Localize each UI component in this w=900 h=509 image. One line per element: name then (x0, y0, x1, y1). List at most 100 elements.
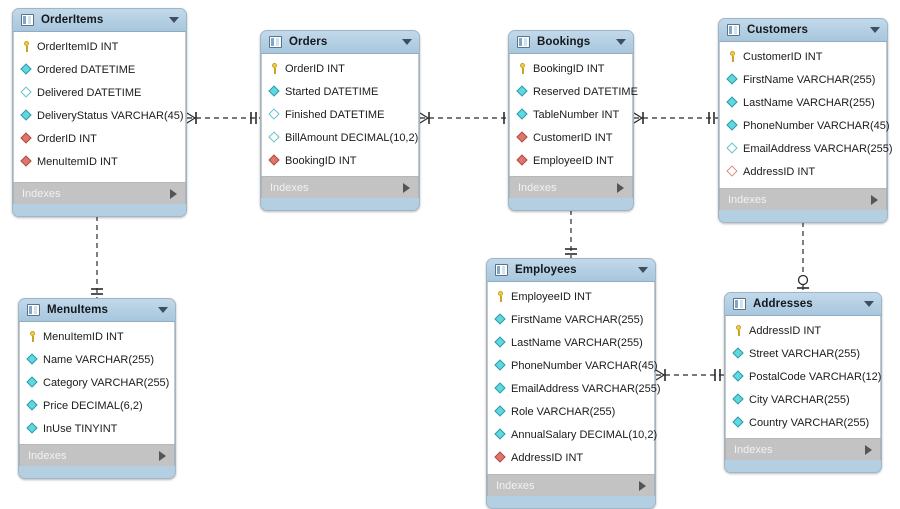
filled-cyan-diamond-icon (26, 376, 38, 388)
relationship-customers-to-addresses[interactable] (789, 212, 817, 292)
column-row[interactable]: Category VARCHAR(255) (20, 371, 174, 394)
chevron-down-icon[interactable] (158, 307, 168, 313)
relationship-bookings-to-customers[interactable] (633, 104, 718, 132)
table-name: Employees (515, 264, 577, 276)
table-header-bookings[interactable]: Bookings (509, 31, 633, 54)
chevron-right-icon[interactable] (159, 450, 166, 461)
column-row[interactable]: AddressID INT (488, 446, 654, 469)
table-footer (13, 204, 186, 216)
column-row[interactable]: OrderID INT (262, 57, 418, 80)
relationship-orderitems-to-menuitems[interactable] (83, 206, 111, 298)
column-row[interactable]: DeliveryStatus VARCHAR(45) (14, 104, 185, 127)
column-label: Price DECIMAL(6,2) (43, 399, 143, 412)
column-row[interactable]: PostalCode VARCHAR(12) (726, 365, 881, 388)
column-row[interactable]: PhoneNumber VARCHAR(45) (720, 114, 890, 137)
indexes-section-customers[interactable]: Indexes (719, 188, 887, 210)
column-row[interactable]: EmployeeID INT (488, 285, 654, 308)
chevron-down-icon[interactable] (864, 301, 874, 307)
column-row[interactable]: AddressID INT (720, 160, 886, 183)
table-header-orderitems[interactable]: OrderItems (13, 9, 186, 32)
chevron-right-icon[interactable] (639, 480, 646, 491)
column-row[interactable]: LastName VARCHAR(255) (720, 91, 886, 114)
column-row[interactable]: EmailAddress VARCHAR(255) (720, 137, 893, 160)
indexes-label: Indexes (728, 193, 767, 206)
chevron-down-icon[interactable] (638, 267, 648, 273)
chevron-down-icon[interactable] (169, 17, 179, 23)
column-label: MenuItemID INT (37, 155, 118, 168)
indexes-label: Indexes (28, 449, 67, 462)
indexes-section-orderitems[interactable]: Indexes (13, 182, 186, 204)
chevron-right-icon[interactable] (170, 188, 177, 199)
column-row[interactable]: Delivered DATETIME (14, 81, 185, 104)
diamond-shape (494, 336, 506, 348)
column-row[interactable]: City VARCHAR(255) (726, 388, 880, 411)
column-row[interactable]: EmailAddress VARCHAR(255) (488, 377, 661, 400)
column-row[interactable]: AnnualSalary DECIMAL(10,2) (488, 423, 657, 446)
indexes-section-bookings[interactable]: Indexes (509, 176, 633, 198)
table-header-employees[interactable]: Employees (487, 259, 655, 282)
indexes-section-addresses[interactable]: Indexes (725, 438, 881, 460)
column-row[interactable]: FirstName VARCHAR(255) (488, 308, 654, 331)
table-header-menuitems[interactable]: MenuItems (19, 299, 175, 322)
chevron-right-icon[interactable] (871, 194, 878, 205)
table-name: Orders (289, 36, 328, 48)
column-row[interactable]: Country VARCHAR(255) (726, 411, 880, 434)
column-row[interactable]: MenuItemID INT (14, 150, 185, 173)
chevron-right-icon[interactable] (865, 444, 872, 455)
column-row[interactable]: BookingID INT (510, 57, 632, 80)
column-row[interactable]: Ordered DATETIME (14, 58, 185, 81)
table-header-orders[interactable]: Orders (261, 31, 419, 54)
column-row[interactable]: BillAmount DECIMAL(10,2) (262, 126, 418, 149)
column-row[interactable]: PhoneNumber VARCHAR(45) (488, 354, 658, 377)
chevron-down-icon[interactable] (616, 39, 626, 45)
column-row[interactable]: CustomerID INT (510, 126, 632, 149)
column-row[interactable]: AddressID INT (726, 319, 880, 342)
column-row[interactable]: Started DATETIME (262, 80, 418, 103)
indexes-section-menuitems[interactable]: Indexes (19, 444, 175, 466)
column-row[interactable]: Reserved DATETIME (510, 80, 638, 103)
column-row[interactable]: MenuItemID INT (20, 325, 174, 348)
column-label: BookingID INT (533, 62, 605, 75)
column-row[interactable]: Role VARCHAR(255) (488, 400, 654, 423)
column-row[interactable]: Price DECIMAL(6,2) (20, 394, 174, 417)
column-label: FirstName VARCHAR(255) (511, 313, 644, 326)
column-row[interactable]: EmployeeID INT (510, 149, 632, 172)
chevron-right-icon[interactable] (403, 182, 410, 193)
column-row[interactable]: BookingID INT (262, 149, 418, 172)
relationship-orders-to-bookings[interactable] (419, 104, 508, 132)
table-header-addresses[interactable]: Addresses (725, 293, 881, 316)
relationship-employees-to-addresses[interactable] (655, 361, 724, 389)
column-row[interactable]: TableNumber INT (510, 103, 632, 126)
chevron-down-icon[interactable] (870, 27, 880, 33)
table-header-customers[interactable]: Customers (719, 19, 887, 42)
column-label: LastName VARCHAR(255) (511, 336, 643, 349)
relationship-orderitems-to-orders[interactable] (186, 104, 260, 132)
filled-cyan-diamond-icon (726, 119, 738, 131)
indexes-label: Indexes (270, 181, 309, 194)
column-row[interactable]: OrderID INT (14, 127, 185, 150)
column-row[interactable]: FirstName VARCHAR(255) (720, 68, 886, 91)
indexes-section-orders[interactable]: Indexes (261, 176, 419, 198)
column-row[interactable]: OrderItemID INT (14, 35, 185, 58)
column-row[interactable]: Name VARCHAR(255) (20, 348, 174, 371)
column-row[interactable]: Finished DATETIME (262, 103, 418, 126)
key-icon (27, 331, 38, 342)
column-row[interactable]: Street VARCHAR(255) (726, 342, 880, 365)
indexes-section-employees[interactable]: Indexes (487, 474, 655, 496)
column-row[interactable]: LastName VARCHAR(255) (488, 331, 654, 354)
chevron-down-icon[interactable] (402, 39, 412, 45)
diamond-shape (726, 142, 738, 154)
chevron-right-icon[interactable] (617, 182, 624, 193)
column-row[interactable]: CustomerID INT (720, 45, 886, 68)
column-row[interactable]: InUse TINYINT (20, 417, 174, 440)
diamond-shape (732, 393, 744, 405)
